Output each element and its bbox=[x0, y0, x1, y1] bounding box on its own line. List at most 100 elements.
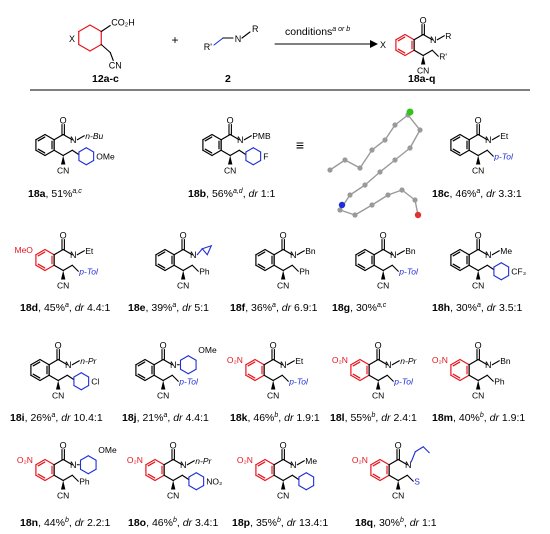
xray-atom bbox=[347, 192, 353, 198]
benzo-bond bbox=[459, 133, 470, 141]
n-substituent-bond bbox=[186, 460, 195, 466]
carbonyl-oxygen: O bbox=[375, 341, 382, 351]
benzo-bond bbox=[155, 248, 166, 256]
cyano-label: CN bbox=[277, 281, 289, 291]
cyano-label: CN bbox=[472, 391, 484, 401]
dr-prefix: dr bbox=[489, 412, 499, 424]
dr-value: 4.4:1 bbox=[84, 302, 111, 314]
ring-bond bbox=[382, 248, 393, 256]
compound-id: 18q bbox=[355, 517, 374, 529]
ring-bond bbox=[282, 248, 293, 256]
xray-bond bbox=[394, 114, 409, 126]
compound-label-18f: 18f, 36%a, dr 6.9:1 bbox=[230, 302, 318, 314]
cyano-label: CN bbox=[377, 281, 389, 291]
aromatic-bond bbox=[397, 48, 406, 54]
benzo-bond bbox=[154, 458, 165, 466]
compound-label-18b: 18b, 56%a,d, dr 1:1 bbox=[188, 188, 276, 200]
ring-bond bbox=[373, 248, 384, 256]
ring-nitrogen: N bbox=[290, 250, 297, 260]
cyano-label: CN bbox=[277, 491, 289, 501]
xray-atom bbox=[412, 197, 418, 203]
compound-id: 18f bbox=[230, 302, 246, 314]
compound-label-18o: 18o, 46%b, dr 3.4:1 bbox=[128, 517, 219, 529]
benzo-bond bbox=[44, 248, 55, 256]
reagent1-bond bbox=[109, 51, 114, 62]
c3-substituent-bond bbox=[171, 374, 179, 382]
ring-bond bbox=[53, 248, 64, 256]
xray-atom bbox=[399, 187, 405, 193]
aromatic-bond bbox=[452, 373, 461, 379]
c3-substituent-label: p-Tol bbox=[393, 376, 414, 386]
yield-footnote: a bbox=[272, 302, 276, 309]
c3-aryl-ring bbox=[188, 484, 197, 491]
cyano-label: CN bbox=[57, 491, 69, 501]
benzo-bond bbox=[370, 458, 381, 466]
c3-aryl-ring bbox=[80, 372, 90, 378]
compound-id: 18m bbox=[432, 412, 454, 424]
benzo-bond bbox=[364, 264, 375, 272]
c3-aryl-ring bbox=[85, 159, 95, 166]
benzo-bond bbox=[264, 264, 275, 272]
ring-bond bbox=[153, 358, 164, 366]
benzo-bond bbox=[255, 264, 266, 272]
ring-bond bbox=[229, 133, 240, 141]
ring-bond bbox=[477, 374, 488, 382]
reagent2-label: 2 bbox=[225, 73, 231, 85]
dr-prefix: dr bbox=[281, 302, 292, 314]
dr-prefix: dr bbox=[486, 188, 496, 200]
carbonyl-oxygen: O bbox=[60, 231, 67, 241]
ring-bond bbox=[413, 49, 424, 57]
ring-bond bbox=[468, 133, 479, 141]
n-substituent-label: PMB bbox=[252, 131, 271, 141]
imine-r-label: R bbox=[252, 24, 259, 34]
ring-bond bbox=[163, 474, 174, 482]
ring-nitrogen: N bbox=[390, 250, 397, 260]
aromatic-bond bbox=[157, 251, 166, 257]
ring-bond bbox=[368, 374, 379, 382]
dr-value: 1.9:1 bbox=[293, 412, 320, 424]
cyano-label: CN bbox=[417, 66, 429, 76]
carbonyl-oxygen: O bbox=[420, 16, 427, 26]
yield-value: 40% bbox=[458, 412, 480, 424]
benzo-bond bbox=[154, 474, 165, 482]
ring-bond bbox=[388, 458, 399, 466]
cyano-label: CN bbox=[57, 281, 69, 291]
n-substituent-bond bbox=[286, 360, 295, 366]
benzo-bond bbox=[35, 133, 46, 141]
ring-bond bbox=[388, 474, 399, 482]
n-substituent-label: Bn bbox=[500, 356, 511, 366]
yield-value: 44% bbox=[43, 517, 65, 529]
ring-bond bbox=[468, 358, 479, 366]
ring-bond bbox=[382, 264, 393, 272]
xray-bond bbox=[359, 149, 373, 169]
imine-r-prime-label: R' bbox=[204, 42, 212, 52]
c3-aryl-ring bbox=[493, 262, 502, 268]
xray-bond bbox=[329, 159, 346, 171]
xray-atom bbox=[369, 202, 375, 208]
n-aryl-ring bbox=[87, 468, 97, 475]
compound-label-18p: 18p, 35%b, dr 13.4:1 bbox=[232, 517, 329, 529]
ring-bond bbox=[53, 133, 64, 141]
yield-value: 35% bbox=[255, 517, 277, 529]
cyano-wedge bbox=[160, 380, 166, 390]
cyano-label: CN bbox=[472, 166, 484, 176]
cyclopropyl-ring bbox=[201, 244, 213, 256]
ring-nitrogen: N bbox=[190, 250, 197, 260]
ring-bond bbox=[220, 149, 231, 157]
benzo-bond bbox=[164, 248, 175, 256]
dr-prefix: dr bbox=[286, 517, 297, 529]
xray-atom bbox=[407, 145, 413, 151]
carbonyl-oxygen: O bbox=[60, 116, 67, 126]
ring-bond bbox=[48, 358, 59, 366]
dr-prefix: dr bbox=[173, 412, 183, 424]
carbonyl-oxygen: O bbox=[180, 231, 187, 241]
yield-value: 30% bbox=[355, 302, 377, 314]
yield-footnote: b bbox=[64, 517, 69, 524]
benzo-bond bbox=[135, 358, 146, 366]
carbonyl-oxygen: O bbox=[380, 231, 387, 241]
